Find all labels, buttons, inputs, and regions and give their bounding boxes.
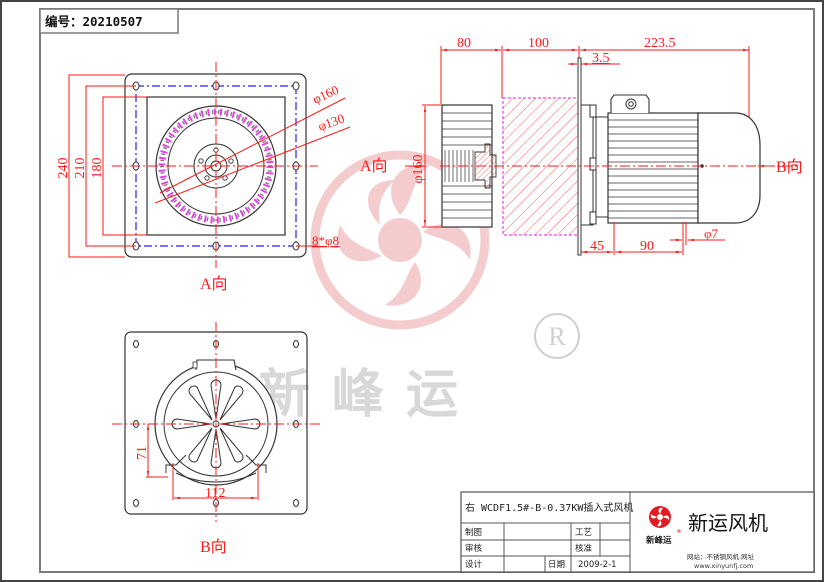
- title-block: [460, 491, 815, 573]
- dim-foot-span: 112: [205, 486, 225, 501]
- drawn-label: 制图: [465, 527, 482, 538]
- dim-housing-length: 100: [528, 36, 549, 51]
- design-label: 设计: [465, 559, 483, 570]
- watermark-registered-icon: R: [534, 313, 580, 359]
- dim-bolt-holes: 8*φ8: [312, 233, 339, 248]
- dim-shaft-height: 71: [135, 446, 150, 460]
- review-label: 审核: [465, 543, 483, 554]
- dim-impeller-diameter: φ160: [411, 154, 426, 183]
- date-label: 日期: [548, 560, 565, 570]
- logo-registered-dot: [677, 529, 681, 533]
- side-view-drawing: [405, 46, 800, 256]
- drawing-number-box: 编号：20210507: [39, 8, 179, 34]
- dim-foot-offset: 45: [590, 239, 604, 254]
- approve-label: 核准: [575, 543, 593, 554]
- dim-impeller-length: 80: [457, 36, 471, 51]
- arrow-b-label: B向: [776, 158, 803, 176]
- company-name: 新运风机: [688, 511, 768, 535]
- website-label: 网站：不锈钢风机.网址: [687, 552, 755, 561]
- arrow-a-label: A向: [360, 157, 388, 175]
- dim-foot-hole: φ7: [704, 226, 719, 241]
- view-a-drawing: [68, 62, 351, 268]
- company-logo-icon: [649, 506, 671, 528]
- dim-overall-240: 240: [56, 158, 71, 179]
- dim-inner-180: 180: [90, 158, 105, 179]
- website-url: www.xinyunfj.com: [694, 562, 753, 570]
- logo-caption: 新峰运: [646, 535, 672, 546]
- view-b-label: B向: [200, 538, 227, 556]
- watermark-text: 新峰运: [258, 365, 480, 425]
- dim-plate-thickness: 3.5: [592, 51, 610, 66]
- dim-motor-length: 223.5: [644, 36, 676, 51]
- dim-foot-pitch: 90: [640, 239, 654, 254]
- product-title: 右 WCDF1.5#-B-0.37KW插入式风机: [465, 501, 633, 514]
- drawing-number: 编号：20210507: [45, 14, 143, 29]
- process-label: 工艺: [575, 528, 592, 538]
- svg-text:R: R: [548, 322, 566, 351]
- watermark-logo-icon: [310, 150, 490, 330]
- view-a-label: A向: [200, 275, 228, 293]
- dim-bolt-pitch-210: 210: [73, 158, 88, 179]
- view-b-drawing: [112, 322, 320, 522]
- date-value: 2009-2-1: [578, 560, 617, 570]
